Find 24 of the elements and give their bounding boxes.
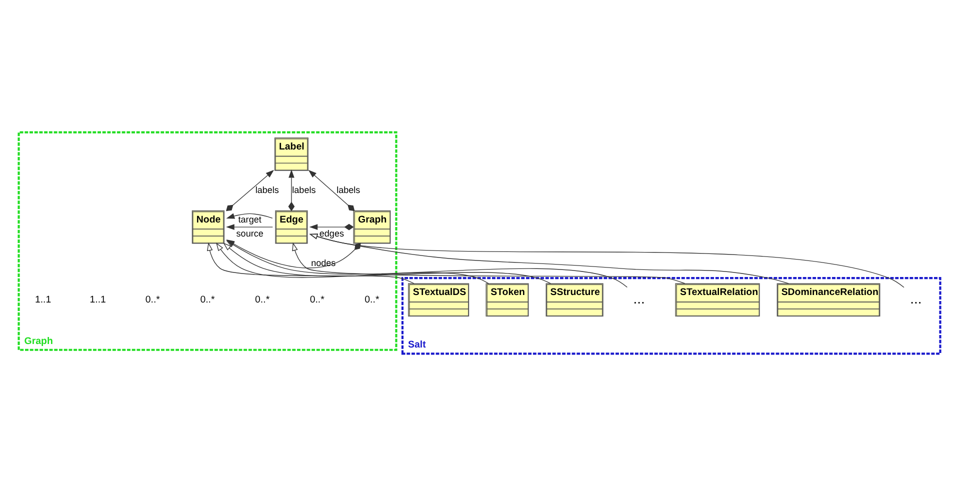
edge-label: target — [238, 214, 261, 224]
arrow — [226, 224, 272, 230]
edge-label: source — [236, 228, 263, 238]
node-text: ... — [632, 290, 644, 306]
label: 1..1 — [34, 294, 51, 305]
arrow — [308, 223, 354, 230]
arrow — [308, 169, 354, 211]
label: 0..* — [144, 294, 160, 305]
arrow — [308, 233, 904, 288]
label: 0..* — [200, 294, 214, 305]
label: 1..1 — [89, 294, 106, 305]
arrow — [308, 233, 789, 284]
node-text: ... — [910, 290, 922, 306]
label: 0..* — [254, 294, 270, 305]
arrow — [225, 169, 274, 211]
label: 0..* — [364, 294, 379, 305]
edge-label: labels — [254, 184, 278, 194]
label: 0..* — [309, 294, 324, 305]
arrow — [226, 212, 272, 218]
edge-label: edges — [318, 228, 344, 238]
edge-label: labels — [336, 184, 360, 194]
edge-label: labels — [292, 184, 316, 194]
edge-label: nodes — [310, 257, 336, 268]
arrow — [288, 168, 294, 211]
